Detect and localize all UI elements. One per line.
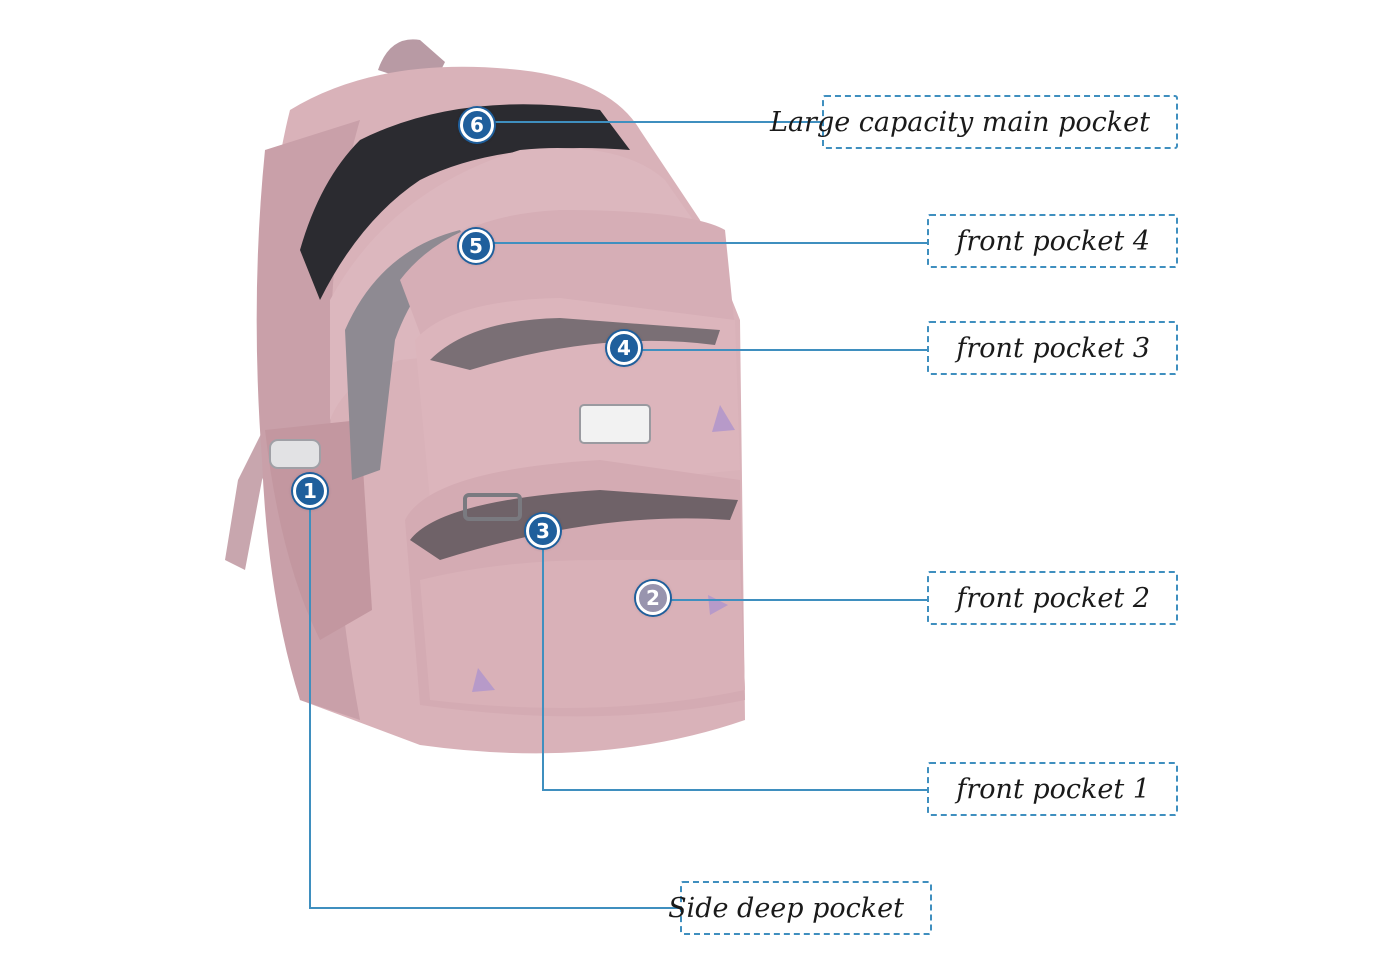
callout-front-pocket-2-label: front pocket 2 xyxy=(956,582,1150,614)
inner-lining xyxy=(345,230,470,480)
marker-5: 5 xyxy=(459,229,493,263)
callout-side-pocket-label: Side deep pocket xyxy=(668,892,904,924)
zipper-pull-front-3 xyxy=(712,405,735,432)
front-pocket-3-opening xyxy=(430,318,720,370)
leader-line-3 xyxy=(542,548,927,791)
callout-main-pocket: Large capacity main pocket xyxy=(770,95,1178,149)
marker-2: 2 xyxy=(636,581,670,615)
callout-front-pocket-3-label: front pocket 3 xyxy=(956,332,1150,364)
main-pocket-opening xyxy=(300,104,630,301)
side-buckle xyxy=(269,439,321,469)
callout-front-pocket-1: front pocket 1 xyxy=(927,762,1178,816)
side-pocket xyxy=(265,420,372,640)
callout-front-pocket-1-label: front pocket 1 xyxy=(956,773,1150,805)
callout-front-pocket-4: front pocket 4 xyxy=(927,214,1178,268)
zipper-pull-front-1 xyxy=(472,668,495,692)
front-pocket-2-panel xyxy=(420,560,745,708)
callout-front-pocket-3: front pocket 3 xyxy=(927,321,1178,375)
callout-main-pocket-label: Large capacity main pocket xyxy=(770,106,1150,138)
front-buckle xyxy=(463,493,522,521)
marker-6: 6 xyxy=(460,108,494,142)
logo-badge xyxy=(579,404,651,444)
callout-front-pocket-2: front pocket 2 xyxy=(927,571,1178,625)
callout-side-pocket: Side deep pocket xyxy=(668,881,932,935)
callout-front-pocket-4-label: front pocket 4 xyxy=(956,225,1150,257)
front-pocket-1-opening xyxy=(410,490,738,560)
marker-1: 1 xyxy=(293,474,327,508)
leader-lines xyxy=(309,121,927,909)
marker-3: 3 xyxy=(526,514,560,548)
marker-4: 4 xyxy=(607,331,641,365)
leader-line-1 xyxy=(309,508,680,909)
